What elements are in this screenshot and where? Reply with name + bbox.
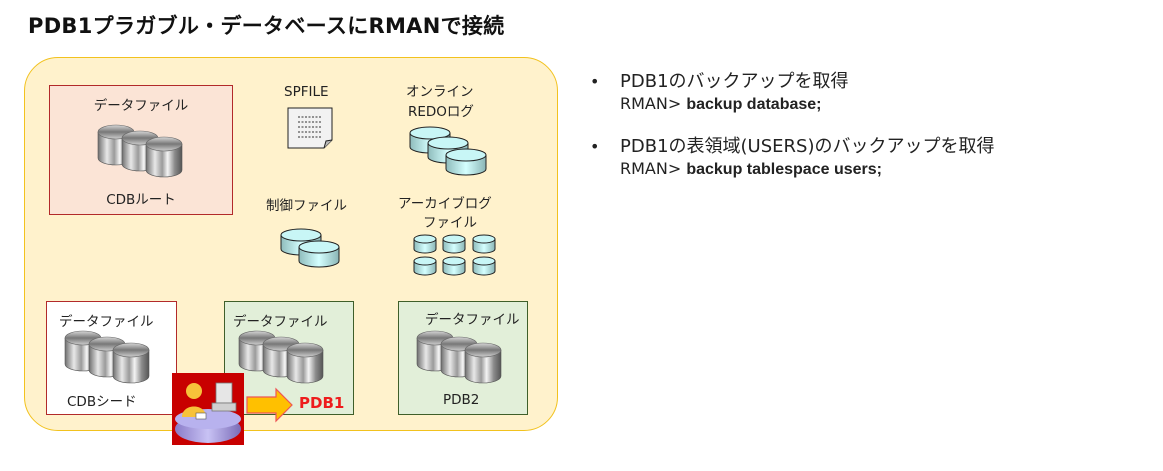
pdb2-caption: データファイル [425, 312, 520, 328]
bullet-text: PDB1の表領域(USERS)のバックアップを取得 [620, 136, 995, 157]
rman-command-text: backup database; [686, 96, 822, 113]
bullet-list: • PDB1のバックアップを取得 RMAN> backup database; … [590, 70, 1150, 200]
datafile-cylinders-icon [417, 330, 507, 390]
online-redo-label-2: REDOログ [408, 104, 474, 120]
cdb-root-label: CDBルート [106, 192, 176, 208]
rman-command: RMAN> backup database; [620, 94, 1150, 115]
cdb-root-caption: データファイル [93, 98, 189, 114]
control-file-cylinders-icon [280, 228, 340, 268]
pdb2-box: データファイル PDB2 [398, 301, 528, 415]
bullet-text: PDB1のバックアップを取得 [620, 71, 849, 92]
pdb1-label: PDB1 [299, 394, 345, 412]
cdb-seed-box: データファイル CDBシード [46, 301, 177, 415]
archive-log-label-2: ファイル [423, 215, 477, 231]
bullet-dot: • [590, 72, 600, 91]
datafile-cylinders-icon [98, 124, 188, 184]
control-file-label: 制御ファイル [266, 198, 347, 214]
bullet-item: • PDB1の表領域(USERS)のバックアップを取得 RMAN> backup… [590, 135, 1150, 180]
cdb-seed-label: CDBシード [67, 394, 137, 410]
redo-log-cylinders-icon [409, 126, 487, 176]
cdb-seed-caption: データファイル [59, 314, 154, 330]
online-redo-label-1: オンライン [406, 84, 474, 100]
rman-command: RMAN> backup tablespace users; [620, 159, 1150, 180]
bullet-item: • PDB1のバックアップを取得 RMAN> backup database; [590, 70, 1150, 115]
pdb1-box[interactable]: データファイル PDB1 [224, 301, 354, 415]
cdb-root-box: データファイル CDBルート [49, 85, 233, 215]
rman-prompt: RMAN> [620, 159, 687, 178]
page-title: PDB1プラガブル・データベースにRMANで接続 [28, 14, 505, 38]
archive-log-label-1: アーカイブログ [398, 196, 492, 212]
spfile-label: SPFILE [284, 84, 329, 100]
datafile-cylinders-icon [239, 330, 329, 390]
operator-workstation-icon [172, 373, 244, 445]
document-icon [287, 107, 333, 149]
archive-log-cylinders-icon [413, 234, 496, 276]
bullet-dot: • [590, 137, 600, 156]
datafile-cylinders-icon [65, 330, 155, 390]
rman-prompt: RMAN> [620, 94, 687, 113]
arrow-right-icon [246, 387, 293, 423]
rman-command-text: backup tablespace users; [686, 161, 882, 178]
pdb1-caption: データファイル [233, 314, 328, 330]
pdb2-label: PDB2 [443, 392, 480, 408]
